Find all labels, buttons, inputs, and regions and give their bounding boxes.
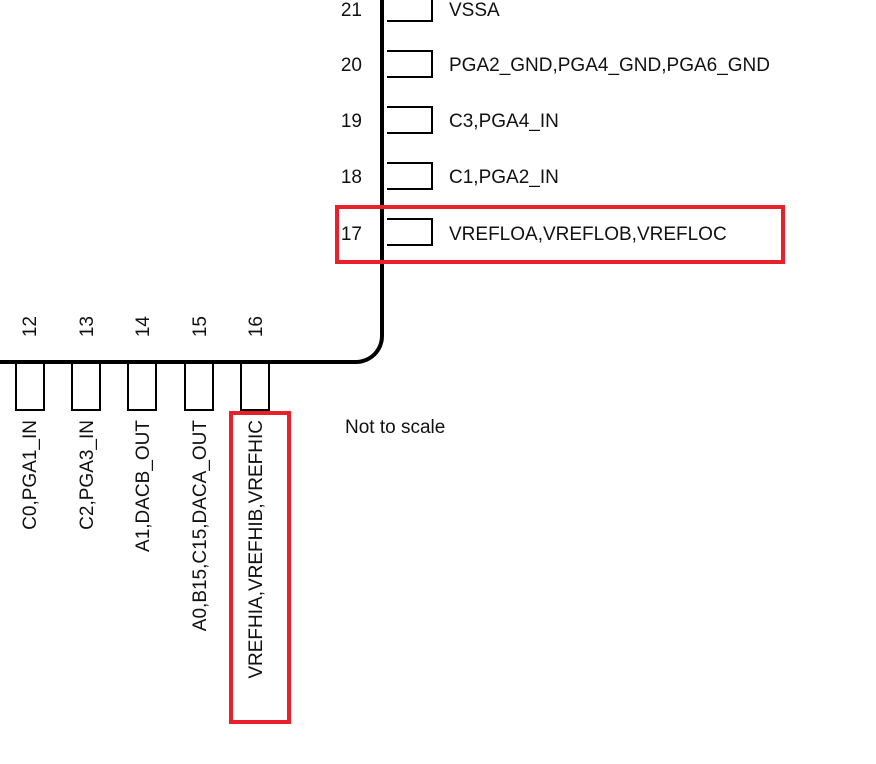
- pin-14-number: 14: [133, 316, 154, 338]
- pin-12-pad: [15, 364, 45, 411]
- pin-12-number: 12: [20, 316, 41, 338]
- pin-17-pad: [387, 218, 433, 246]
- pin-19-number: 19: [340, 111, 362, 132]
- pin-12-name: C0,PGA1_IN: [20, 420, 41, 530]
- pin-18-number: 18: [340, 167, 362, 188]
- pin-20-number: 20: [340, 55, 362, 76]
- pin-17-name: VREFLOA,VREFLOB,VREFLOC: [449, 224, 727, 245]
- pin-14-name: A1,DACB_OUT: [133, 420, 154, 552]
- pin-13-pad: [71, 364, 101, 411]
- pin-16-number: 16: [246, 316, 267, 338]
- scale-note: Not to scale: [345, 417, 446, 438]
- pin-14-pad: [127, 364, 157, 411]
- pin-17-highlight-box: [335, 205, 785, 264]
- pin-18-name: C1,PGA2_IN: [449, 167, 559, 188]
- pin-16-pad: [240, 364, 270, 411]
- pin-17-number: 17: [340, 224, 362, 245]
- pin-21-pad: [387, 0, 433, 22]
- pin-21-number: 21: [340, 0, 362, 21]
- pin-19-pad: [387, 106, 433, 134]
- pin-18-pad: [387, 162, 433, 190]
- pin-15-number: 15: [190, 316, 211, 338]
- pin-20-pad: [387, 50, 433, 78]
- chip-package-outline: [0, 0, 384, 364]
- pin-21-name: VSSA: [449, 0, 500, 21]
- pin-15-pad: [184, 364, 214, 411]
- pin-19-name: C3,PGA4_IN: [449, 111, 559, 132]
- pin-13-number: 13: [77, 316, 98, 338]
- pin-16-highlight-box: [229, 411, 291, 724]
- pin-13-name: C2,PGA3_IN: [77, 420, 98, 530]
- pin-20-name: PGA2_GND,PGA4_GND,PGA6_GND: [449, 55, 770, 76]
- pin-15-name: A0,B15,C15,DACA_OUT: [190, 420, 211, 632]
